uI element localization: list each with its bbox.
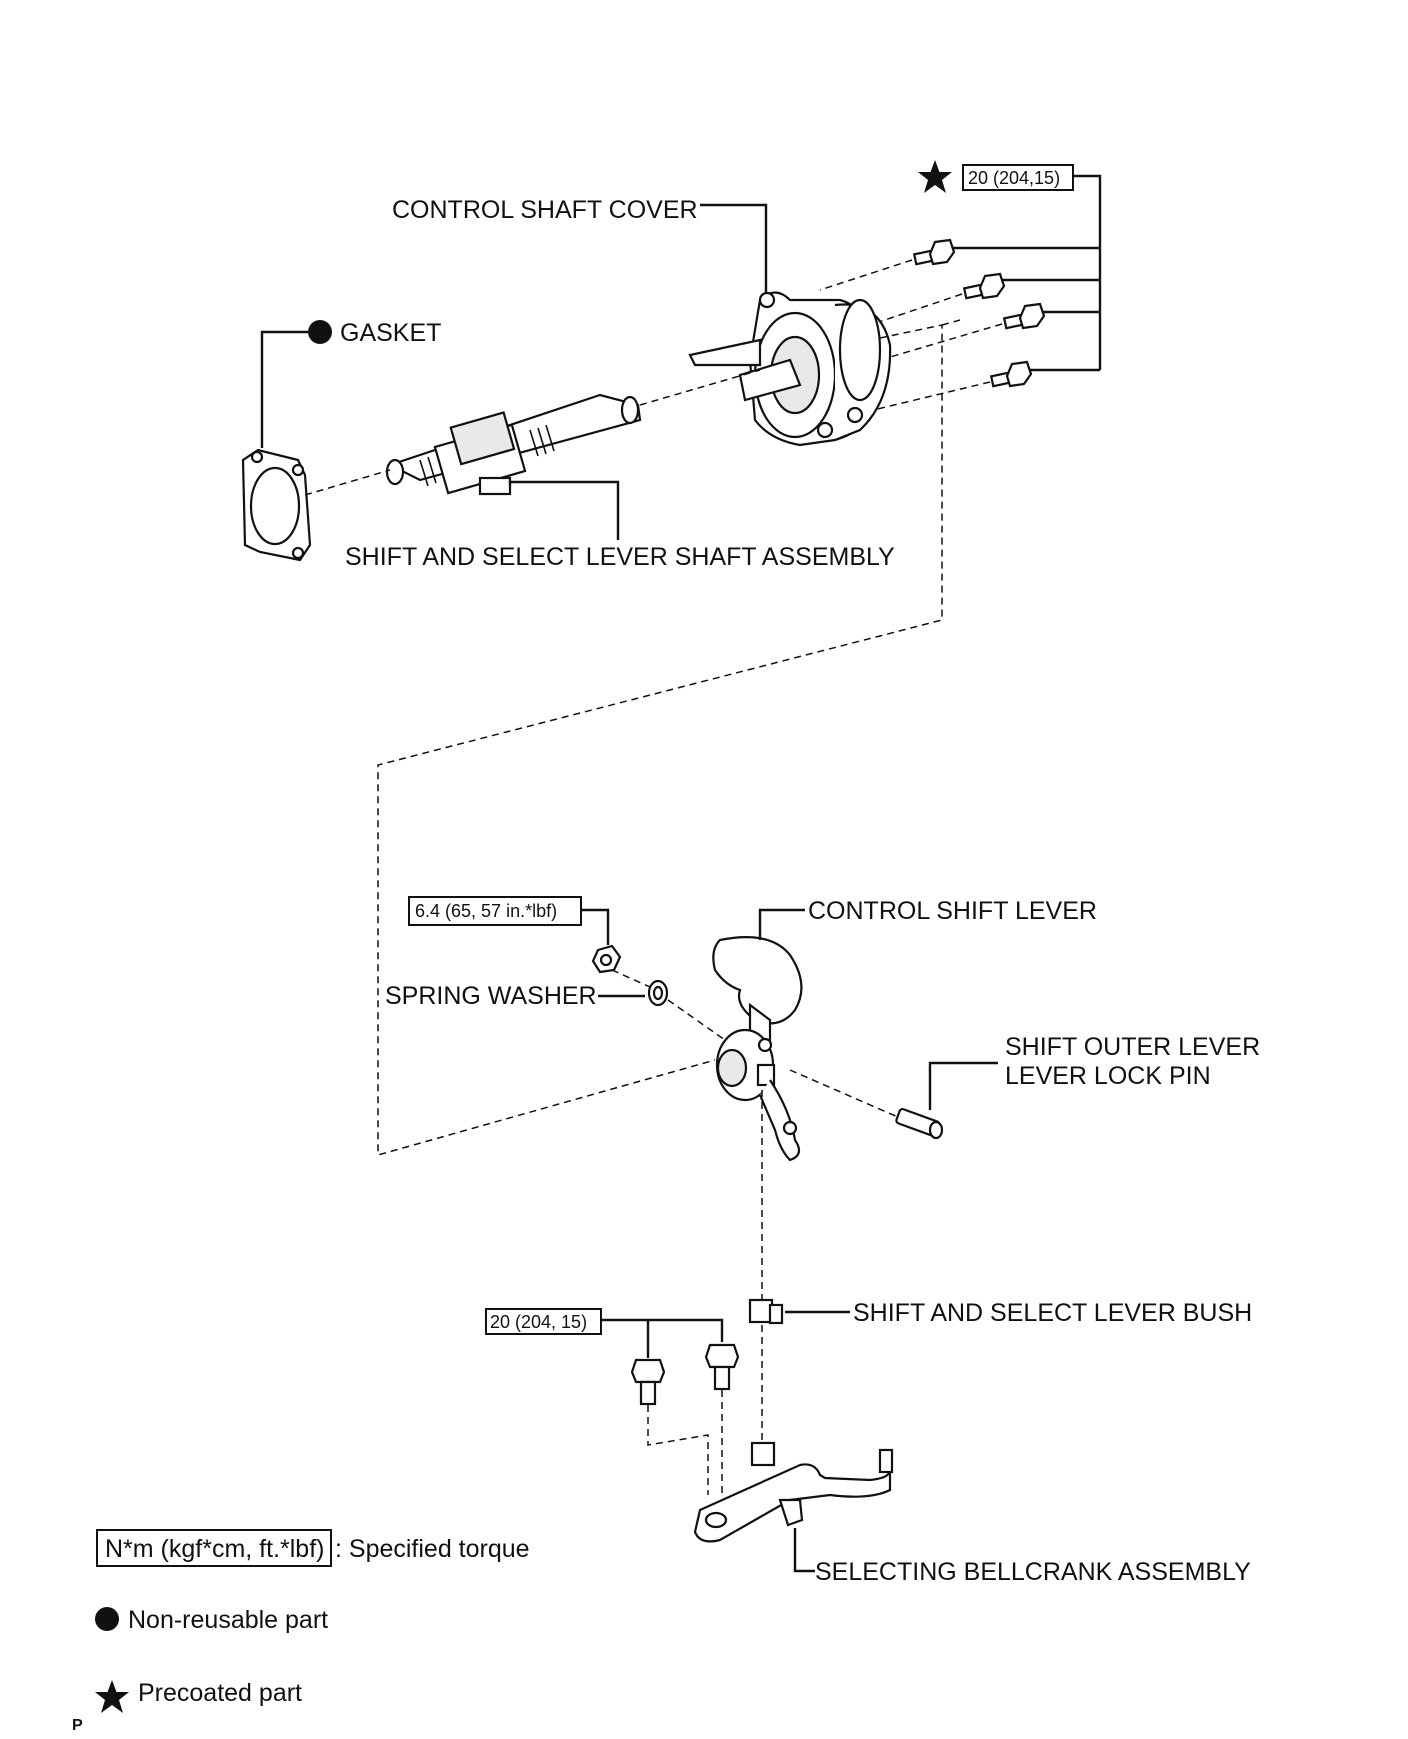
label-lock-pin-line1: SHIFT OUTER LEVER	[1005, 1033, 1260, 1061]
cover-leader	[700, 203, 768, 292]
lever-nut-leader	[581, 908, 610, 945]
lock-pin-leader	[928, 1061, 998, 1110]
bellcrank-bolt	[630, 1358, 666, 1406]
cover-bolt	[912, 238, 956, 266]
precoated-star-icon	[918, 160, 952, 193]
bellcrank-bolt-torque: 20 (204, 15)	[490, 1312, 587, 1332]
lever-nut-torque: 6.4 (65, 57 in.*lbf)	[415, 901, 557, 921]
bellcrank-bolt-leader	[601, 1318, 724, 1358]
lever-lock-pin	[895, 1107, 944, 1140]
label-lock-pin-line2: LEVER LOCK PIN	[1005, 1062, 1211, 1090]
cover-bolt	[1002, 302, 1046, 330]
shift-select-lever-shaft-assembly	[385, 393, 642, 496]
legend-torque-units: N*m (kgf*cm, ft.*lbf)	[105, 1535, 324, 1563]
control-shaft-cover	[688, 291, 892, 447]
lever-nut	[591, 944, 622, 974]
cover-to-lever-guide	[377, 319, 961, 1156]
legend-non-reusable-dot-icon	[95, 1607, 119, 1631]
shift-select-lever-bush	[748, 1298, 784, 1325]
spring-washer	[647, 979, 669, 1007]
bellcrank-bolt-torque-box	[485, 1308, 602, 1335]
label-selecting-bellcrank-assembly: SELECTING BELLCRANK ASSEMBLY	[815, 1558, 1251, 1586]
control-shift-lever	[712, 936, 803, 1162]
label-control-shaft-cover: CONTROL SHAFT COVER	[392, 196, 698, 224]
selecting-bellcrank-assembly	[693, 1441, 894, 1543]
shaft-assembly-leader	[508, 480, 620, 540]
lever-nut-torque-box	[408, 896, 582, 926]
cover-bolt	[989, 360, 1033, 388]
non-reusable-dot-icon	[308, 320, 332, 344]
bellcrank-bolt	[704, 1343, 740, 1391]
legend-torque-box	[96, 1529, 332, 1567]
cover-bolt-torque-box	[962, 164, 1074, 191]
bellcrank-leader	[793, 1528, 815, 1573]
label-control-shift-lever: CONTROL SHIFT LEVER	[808, 897, 1097, 925]
label-shift-select-lever-shaft-assembly: SHIFT AND SELECT LEVER SHAFT ASSEMBLY	[345, 543, 895, 571]
control-shift-lever-leader	[758, 908, 805, 940]
label-shift-select-lever-bush: SHIFT AND SELECT LEVER BUSH	[853, 1299, 1252, 1327]
legend: N*m (kgf*cm, ft.*lbf) : Specified torque…	[95, 1529, 530, 1713]
legend-precoated-star-icon	[95, 1680, 129, 1713]
gasket	[241, 448, 312, 562]
label-gasket: GASKET	[340, 319, 441, 347]
label-spring-washer: SPRING WASHER	[385, 982, 597, 1010]
cover-bolt	[962, 272, 1006, 300]
legend-torque-text: : Specified torque	[335, 1535, 530, 1563]
cover-bolt-leader	[945, 174, 1102, 372]
legend-non-reusable-text: Non-reusable part	[128, 1606, 328, 1634]
legend-precoated-text: Precoated part	[138, 1679, 302, 1707]
footer-code: P	[72, 1717, 83, 1734]
cover-bolt-torque: 20 (204,15)	[968, 168, 1060, 188]
gasket-leader	[260, 330, 308, 448]
